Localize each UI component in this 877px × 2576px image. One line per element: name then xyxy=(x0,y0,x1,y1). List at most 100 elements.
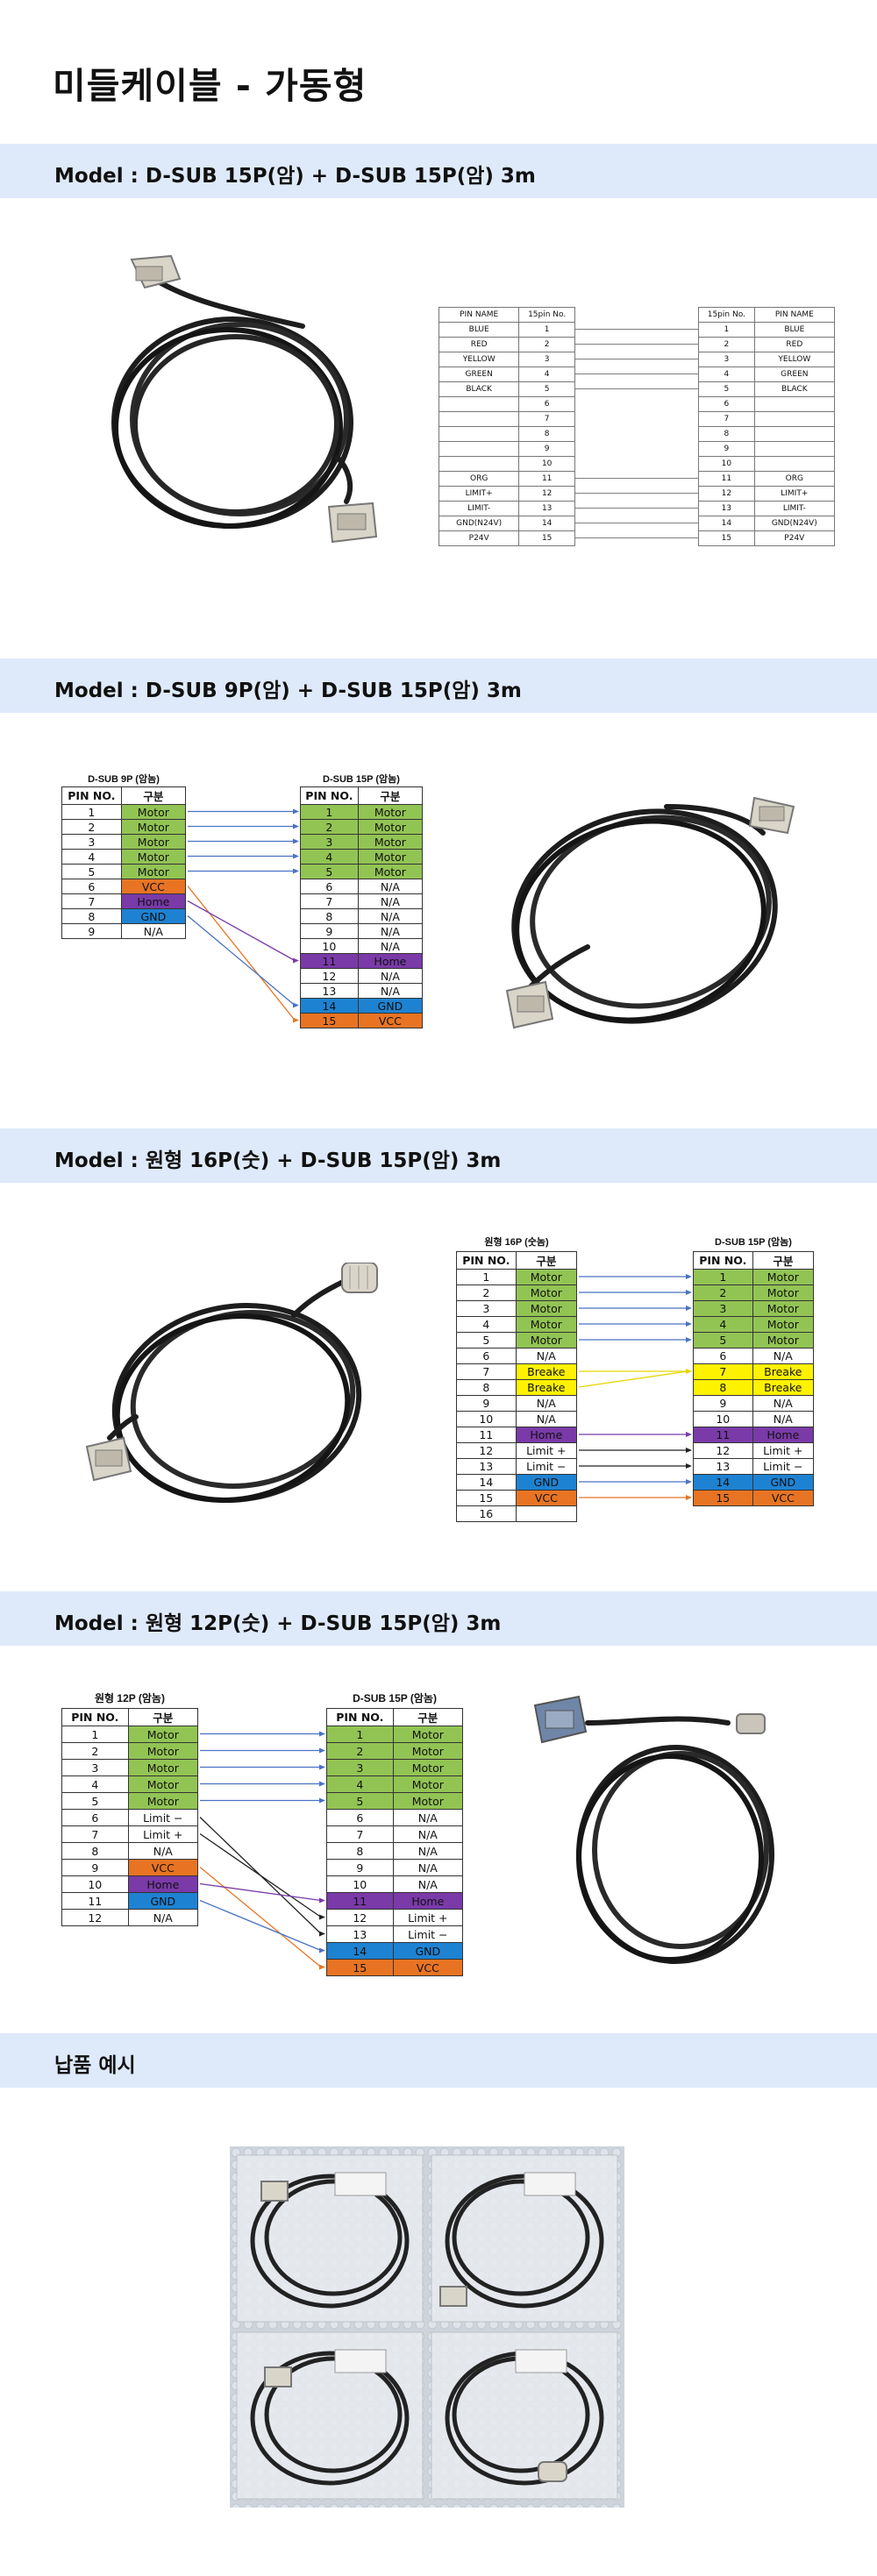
pin-function-cell: Home xyxy=(515,1427,578,1443)
pin-function-cell: Motor xyxy=(120,864,187,879)
wire-arrowhead xyxy=(319,1781,325,1787)
pin-function-cell: Motor xyxy=(357,819,424,835)
pin-number-cell: 16 xyxy=(456,1505,517,1522)
pin-function-cell: Motor xyxy=(127,1742,199,1760)
column-header: PIN NO. xyxy=(693,1251,753,1270)
pin-number-cell: 15 xyxy=(300,1013,359,1028)
pin-function-cell: Limit + xyxy=(752,1442,815,1459)
wire-arrowhead xyxy=(319,1914,325,1920)
pin-function-cell: GND xyxy=(515,1474,578,1491)
wire-line xyxy=(199,1882,322,1902)
pin-number-cell: 15 xyxy=(693,1490,753,1506)
pin-function-cell: VCC xyxy=(357,1013,424,1028)
pin-function-cell: Limit − xyxy=(515,1458,578,1475)
section-header-model-1: Model : D-SUB 15P(암) + D-SUB 15P(암) 3m xyxy=(0,144,877,198)
wire-line xyxy=(199,1866,322,1968)
dsub-connector-icon xyxy=(505,980,554,1029)
pin-function-cell: Motor xyxy=(392,1775,464,1793)
pin-function-cell: Limit + xyxy=(515,1442,578,1459)
wire-arrowhead xyxy=(686,1321,692,1327)
wire-arrowhead xyxy=(686,1432,692,1437)
wiring-diagram-dsub9-dsub15: D-SUB 9P (암놈) D-SUB 15P (암놈) PIN NO. 구분 … xyxy=(61,772,424,1028)
pin-function-cell: Motor xyxy=(120,819,187,835)
wire-arrowhead xyxy=(293,853,299,859)
wire-arrowhead xyxy=(686,1463,692,1469)
section-header-model-3: Model : 원형 16P(숫) + D-SUB 15P(암) 3m xyxy=(0,1128,877,1183)
wire-arrowhead xyxy=(686,1369,692,1374)
pin-function-cell: GND xyxy=(127,1892,199,1910)
column-header: PIN NO. xyxy=(456,1251,517,1270)
pin-function-cell: Motor xyxy=(752,1284,815,1301)
pin-function-cell: Motor xyxy=(515,1269,578,1285)
pin-number-cell: 2 xyxy=(693,1284,753,1301)
cable-photo-dsub15-dsub15 xyxy=(83,247,399,563)
table-row: LIMIT-13 xyxy=(438,501,575,516)
coiled-cable-icon xyxy=(505,796,795,1029)
wire-arrowhead xyxy=(319,1747,325,1754)
pin-function-cell: Limit − xyxy=(392,1925,464,1943)
cable-photo-dsub9-dsub15 xyxy=(491,772,807,1052)
pin-function-cell: Home xyxy=(752,1427,815,1443)
wiring-lines xyxy=(578,1274,692,1500)
section-label: Model : D-SUB 9P(암) + D-SUB 15P(암) 3m xyxy=(54,680,522,702)
wire-line xyxy=(199,1832,322,1918)
section-header-model-4: Model : 원형 12P(숫) + D-SUB 15P(암) 3m xyxy=(0,1591,877,1646)
wire-arrowhead xyxy=(293,868,299,874)
pin-function-cell: N/A xyxy=(392,1825,464,1843)
pin-function-cell: Motor xyxy=(752,1332,815,1348)
column-header: 구분 xyxy=(127,1708,199,1726)
pin-number-cell: 4 xyxy=(326,1775,394,1793)
pin-function-cell: Home xyxy=(127,1875,199,1893)
pin-function-cell: Breake xyxy=(515,1379,578,1396)
table-caption: D-SUB 15P (암놈) xyxy=(353,1692,437,1704)
pin-function-cell: Motor xyxy=(357,834,424,850)
wire-arrowhead xyxy=(319,1947,325,1953)
table-row: 7 xyxy=(698,411,836,427)
table-caption: 원형 12P (암놈) xyxy=(95,1692,165,1704)
wire-arrowhead xyxy=(686,1448,692,1453)
pin-function-cell: Motor xyxy=(515,1316,578,1333)
pin-function-cell: Motor xyxy=(120,849,187,865)
wire-arrowhead xyxy=(319,1931,325,1937)
wire-arrowhead xyxy=(293,823,299,829)
section-label: 납품 예시 xyxy=(54,2054,136,2077)
